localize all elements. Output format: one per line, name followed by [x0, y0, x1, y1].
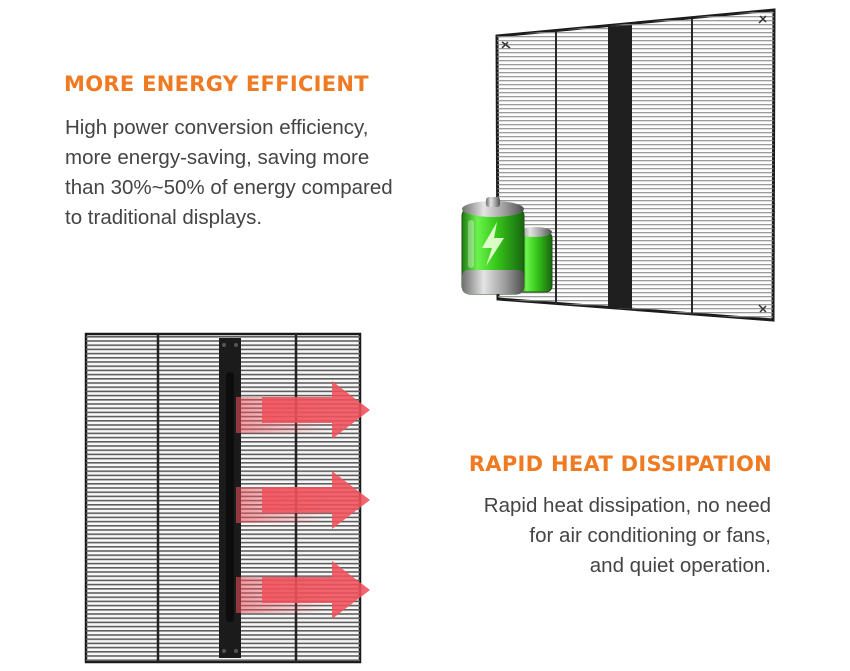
heat-heading: RAPID HEAT DISSIPATION	[468, 452, 772, 476]
heat-line: and quiet operation.	[589, 554, 771, 577]
heat-arrow-icon	[236, 381, 370, 439]
energy-line: than 30%~50% of energy compared	[65, 176, 393, 199]
heat-description: Rapid heat dissipation, no need for air …	[484, 491, 771, 581]
heat-line: for air conditioning or fans,	[529, 524, 771, 547]
battery-icon	[461, 197, 553, 295]
energy-line: more energy-saving, saving more	[65, 146, 370, 169]
energy-description: High power conversion efficiency, more e…	[65, 113, 393, 233]
heat-line: Rapid heat dissipation, no need	[483, 494, 771, 517]
heat-arrow-icon	[236, 471, 370, 529]
energy-line: High power conversion efficiency,	[65, 116, 369, 139]
energy-line: to traditional displays.	[65, 206, 263, 229]
heat-arrow-icon	[236, 561, 370, 619]
transparent-led-panel	[495, 8, 776, 322]
energy-heading: MORE ENERGY EFFICIENT	[64, 72, 369, 96]
